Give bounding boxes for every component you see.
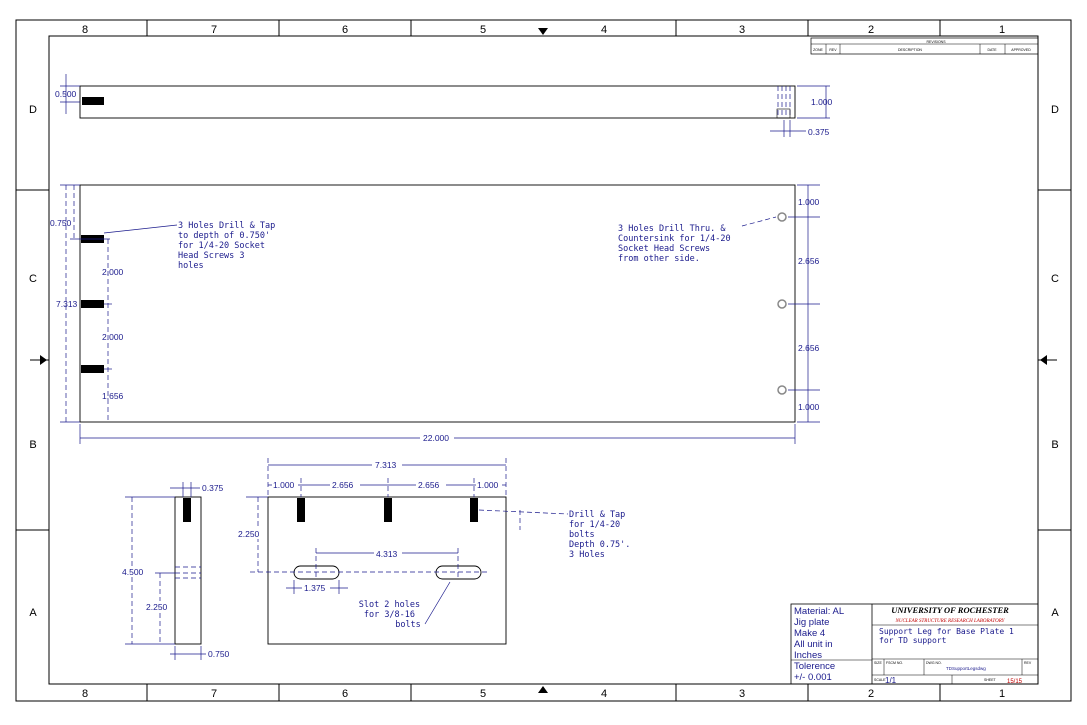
university-name: UNIVERSITY OF ROCHESTER bbox=[891, 605, 1009, 615]
tolerance-label: Tolerence bbox=[794, 661, 835, 672]
zone-bottom-8: 8 bbox=[82, 688, 88, 700]
inner-frame bbox=[48, 35, 1039, 685]
plan-dim-right-2656a: 2.656 bbox=[798, 256, 820, 266]
plan-note-right: 3 Holes Drill Thru. & Countersink for 1/… bbox=[618, 224, 736, 264]
side-dim-0500: 0.500 bbox=[55, 89, 77, 99]
zone-bottom-5: 5 bbox=[480, 688, 486, 700]
plan-dim-right-2656b: 2.656 bbox=[798, 343, 820, 353]
scale-value: 1/1 bbox=[885, 676, 897, 685]
rev-col-description: DESCRIPTION bbox=[898, 48, 922, 52]
side-dim-1000: 1.000 bbox=[811, 97, 833, 107]
zone-bottom-3: 3 bbox=[739, 688, 745, 700]
end-dim-0750: 0.750 bbox=[208, 649, 230, 659]
zone-top-2: 2 bbox=[868, 24, 874, 36]
sheet-value: 15/15 bbox=[1007, 679, 1023, 685]
rev-label: REV bbox=[1024, 661, 1032, 665]
sheet-label: SHEET bbox=[984, 678, 997, 682]
drawing-title: Support Leg for Base Plate 1 for TD supp… bbox=[879, 627, 1019, 645]
plan-dim-right-1000b: 1.000 bbox=[798, 402, 820, 412]
front-view: 7.313 1.000 2.656 2.656 1.000 2.250 4.31… bbox=[236, 458, 636, 645]
zone-top-5: 5 bbox=[480, 24, 486, 36]
slot-2 bbox=[435, 565, 482, 580]
plan-dim-22000: 22.000 bbox=[423, 433, 449, 443]
plan-dim-2000a: 2.000 bbox=[102, 267, 124, 277]
countersink-hole-3 bbox=[777, 385, 787, 395]
zone-bottom-4: 4 bbox=[601, 688, 607, 700]
plan-view: 0.750 7.313 2.000 2.000 1.656 22.000 1.0… bbox=[50, 184, 820, 444]
front-dim-4313: 4.313 bbox=[376, 549, 398, 559]
fscm-label: FSCM NO. bbox=[886, 661, 903, 665]
front-dim-2656a: 2.656 bbox=[332, 480, 354, 490]
rev-col-zone: ZONE bbox=[813, 48, 823, 52]
front-note-slot: Slot 2 holes for 3/8-16 bolts bbox=[359, 600, 426, 630]
plan-dim-0750: 0.750 bbox=[50, 218, 72, 228]
plan-dim-1656: 1.656 bbox=[102, 391, 124, 401]
plan-dim-7313: 7.313 bbox=[56, 299, 78, 309]
rev-col-date: DATE bbox=[987, 48, 997, 52]
dwg-label: DWG NO. bbox=[926, 661, 942, 665]
tolerance-value: +/- 0.001 bbox=[794, 672, 832, 683]
zone-left-C: C bbox=[29, 273, 37, 285]
zone-right-B: B bbox=[1051, 439, 1058, 451]
zone-right-A: A bbox=[1051, 607, 1059, 619]
zone-left-B: B bbox=[29, 439, 36, 451]
lab-name: NUCLEAR STRUCTURE RESEARCH LABORATORY bbox=[895, 619, 1006, 624]
side-view: 0.500 1.000 0.375 bbox=[55, 74, 833, 137]
end-dim-4500: 4.500 bbox=[122, 567, 144, 577]
zone-top-6: 6 bbox=[342, 24, 348, 36]
zone-top-8: 8 bbox=[82, 24, 88, 36]
front-dim-1000a: 1.000 bbox=[273, 480, 295, 490]
zone-top-4: 4 bbox=[601, 24, 607, 36]
countersink-hole-2 bbox=[777, 299, 787, 309]
tapped-hole-3 bbox=[81, 365, 104, 373]
revisions-block: REVISIONS ZONE REV DESCRIPTION DATE APPR… bbox=[810, 37, 1039, 55]
zone-bottom-1: 1 bbox=[999, 688, 1005, 700]
size-label: SIZE bbox=[874, 661, 882, 665]
zone-bottom-6: 6 bbox=[342, 688, 348, 700]
center-mark-right bbox=[1040, 355, 1047, 365]
material-text: Material: AL Jig plate Make 4 All unit i… bbox=[794, 606, 846, 661]
zone-top-1: 1 bbox=[999, 24, 1005, 36]
plan-dim-right-1000a: 1.000 bbox=[798, 197, 820, 207]
front-dim-1000b: 1.000 bbox=[477, 480, 499, 490]
zone-right-C: C bbox=[1051, 273, 1059, 285]
rev-col-approved: APPROVED bbox=[1011, 48, 1031, 52]
front-dim-2250: 2.250 bbox=[238, 529, 260, 539]
front-dim-1375: 1.375 bbox=[304, 583, 326, 593]
side-dim-0375: 0.375 bbox=[808, 127, 830, 137]
zone-top-7: 7 bbox=[211, 24, 217, 36]
front-dim-7313: 7.313 bbox=[375, 460, 397, 470]
center-mark-bottom bbox=[538, 686, 548, 693]
end-view: 0.375 4.500 2.250 0.750 bbox=[121, 482, 230, 660]
center-mark-top bbox=[538, 28, 548, 35]
tapped-hole-2 bbox=[81, 300, 104, 308]
outer-frame bbox=[15, 19, 1072, 702]
front-note-tap: Drill & Tap for 1/4-20 bolts Depth 0.75'… bbox=[569, 510, 636, 560]
rev-col-rev: REV bbox=[829, 48, 837, 52]
center-mark-left bbox=[40, 355, 47, 365]
plan-note-left: 3 Holes Drill & Tap to depth of 0.750' f… bbox=[178, 221, 280, 271]
zone-bottom-2: 2 bbox=[868, 688, 874, 700]
revisions-title: REVISIONS bbox=[926, 40, 946, 44]
scale-label: SCALE bbox=[874, 678, 886, 682]
end-dim-2250: 2.250 bbox=[146, 602, 168, 612]
slot-1 bbox=[293, 565, 340, 580]
plan-dim-2000b: 2.000 bbox=[102, 332, 124, 342]
zone-bottom-7: 7 bbox=[211, 688, 217, 700]
zone-left-D: D bbox=[29, 104, 37, 116]
front-dim-2656b: 2.656 bbox=[418, 480, 440, 490]
countersink-hole-1 bbox=[777, 212, 787, 222]
zone-right-D: D bbox=[1051, 104, 1059, 116]
zone-left-A: A bbox=[29, 607, 37, 619]
dwg-value: TDSupportLegsdwg bbox=[946, 666, 986, 671]
zone-ticks bbox=[16, 20, 1071, 701]
zone-top-3: 3 bbox=[739, 24, 745, 36]
end-dim-0375: 0.375 bbox=[202, 483, 224, 493]
title-block: Material: AL Jig plate Make 4 All unit i… bbox=[790, 603, 1039, 685]
